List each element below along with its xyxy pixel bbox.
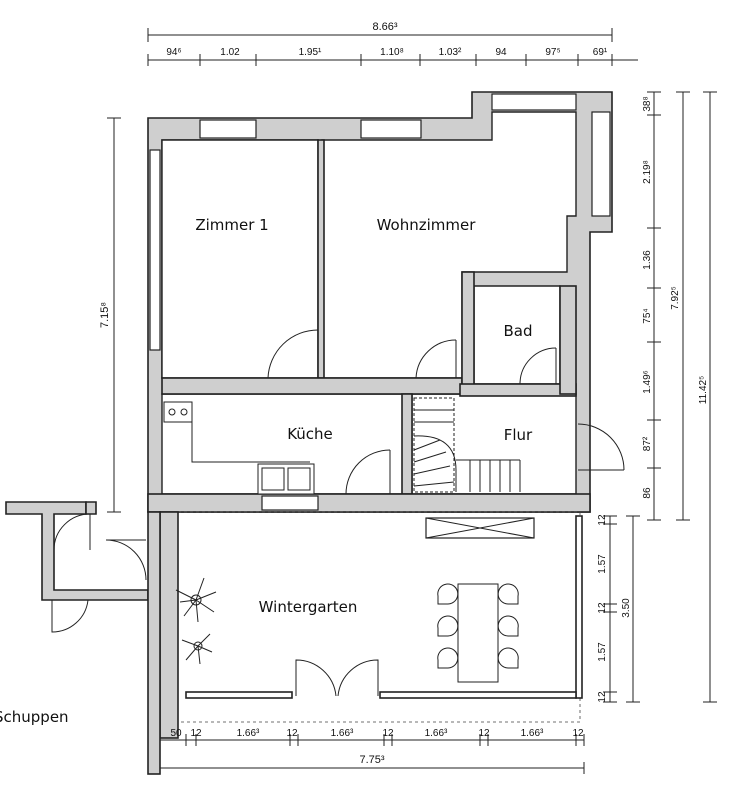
dim-top-seg-7: 97⁵ bbox=[545, 47, 560, 58]
dim-right-inner-1: 38⁸ bbox=[642, 96, 653, 111]
dim-left-total: 7.15⁸ bbox=[99, 302, 111, 328]
dim-wg-3: 12 bbox=[597, 602, 608, 614]
dim-wg-2: 1.57 bbox=[597, 554, 608, 574]
wintergarten-structure bbox=[159, 511, 583, 739]
dining-set bbox=[437, 583, 519, 683]
room-labels: Zimmer 1 Wohnzimmer Bad Küche Flur Winte… bbox=[0, 216, 533, 726]
dim-wg-total: 3.50 bbox=[621, 598, 632, 618]
kitchen-fixtures bbox=[163, 401, 315, 495]
dim-right-inner-2: 2.19⁸ bbox=[642, 160, 653, 184]
room-label-zimmer1: Zimmer 1 bbox=[195, 216, 268, 234]
dim-wg-4: 1.57 bbox=[597, 642, 608, 662]
dim-bottom-3: 1.66³ bbox=[237, 728, 260, 739]
dim-wg-1: 12 bbox=[597, 514, 608, 526]
left-dimension: 7.15⁸ bbox=[99, 117, 121, 513]
dim-top-seg-3: 1.95¹ bbox=[299, 47, 322, 58]
room-label-wohnzimmer: Wohnzimmer bbox=[377, 216, 477, 234]
dim-bottom-10: 12 bbox=[572, 728, 584, 739]
dim-right-inner-7: 86 bbox=[642, 487, 653, 499]
dim-right-outer: 11.42⁵ bbox=[698, 376, 709, 404]
dim-top-seg-2: 1.02 bbox=[220, 47, 240, 58]
house-walls bbox=[147, 91, 613, 513]
dim-bottom-1: 50 bbox=[170, 728, 182, 739]
dim-top-seg-8: 69¹ bbox=[593, 47, 608, 58]
dim-bottom-8: 12 bbox=[478, 728, 490, 739]
dim-top-seg-1: 94⁶ bbox=[166, 47, 181, 58]
dim-bottom-7: 1.66³ bbox=[425, 728, 448, 739]
dim-bottom-9: 1.66³ bbox=[521, 728, 544, 739]
dim-right-inner-3: 1.36 bbox=[642, 250, 653, 270]
dim-top-seg-6: 94 bbox=[495, 47, 507, 58]
dim-right-inner-6: 87² bbox=[642, 436, 653, 451]
plant-icon bbox=[175, 577, 217, 665]
room-label-kueche: Küche bbox=[287, 425, 333, 443]
doors bbox=[267, 329, 625, 697]
dim-top-total: 8.66³ bbox=[372, 21, 397, 33]
dim-top-seg-5: 1.03² bbox=[439, 47, 462, 58]
room-label-wintergarten: Wintergarten bbox=[259, 598, 358, 616]
dim-bottom-5: 1.66³ bbox=[331, 728, 354, 739]
right-dimensions: 38⁸ 2.19⁸ 1.36 75⁴ 1.49⁶ 87² 86 7.92⁵ 11… bbox=[597, 91, 717, 703]
dim-top-seg-4: 1.10⁸ bbox=[380, 47, 404, 58]
room-label-schuppen: Schuppen bbox=[0, 708, 69, 726]
dim-bottom-2: 12 bbox=[190, 728, 202, 739]
schuppen-structure bbox=[5, 501, 161, 775]
bottom-dimensions: 50 12 1.66³ 12 1.66³ 12 1.66³ 12 1.66³ 1… bbox=[159, 728, 585, 774]
dim-bottom-4: 12 bbox=[286, 728, 298, 739]
dim-right-inner-4: 75⁴ bbox=[642, 308, 653, 323]
room-label-flur: Flur bbox=[504, 426, 533, 444]
staircase bbox=[413, 397, 521, 493]
dim-right-mid: 7.92⁵ bbox=[670, 286, 681, 310]
dim-wg-5: 12 bbox=[597, 691, 608, 703]
dim-right-inner-5: 1.49⁶ bbox=[642, 370, 653, 394]
dim-bottom-total: 7.75³ bbox=[359, 754, 384, 766]
room-label-bad: Bad bbox=[503, 322, 532, 340]
dim-bottom-6: 12 bbox=[382, 728, 394, 739]
top-dimensions: 8.66³ 94⁶ 1.02 1.95¹ 1.10⁸ 1.03² 94 97⁵ … bbox=[147, 21, 638, 66]
